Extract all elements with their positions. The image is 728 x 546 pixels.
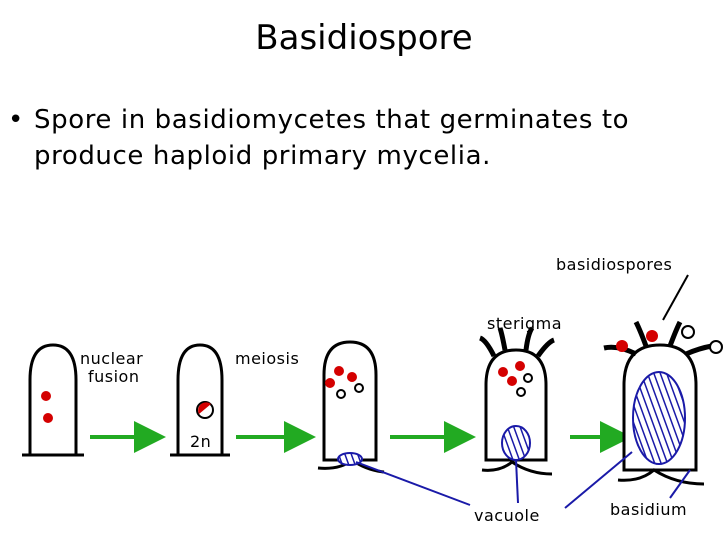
cell-1-dikaryotic — [22, 343, 84, 457]
vacuole — [501, 425, 531, 461]
nucleus — [507, 376, 517, 386]
vacuole — [632, 371, 686, 465]
label-fusion: fusion — [88, 367, 139, 386]
basidiospore — [681, 325, 695, 339]
nucleus — [354, 383, 364, 393]
bullet-line-1: Spore in basidiomycetes that germinates … — [34, 105, 630, 135]
label-2n: 2n — [190, 432, 211, 451]
basidiospore — [709, 340, 723, 354]
nucleus — [43, 413, 53, 423]
basidiospore — [616, 340, 628, 352]
nucleus — [336, 389, 346, 399]
nucleus — [523, 373, 533, 383]
label-meiosis: meiosis — [235, 349, 299, 368]
pointer-line — [662, 274, 689, 321]
cell-5-basidium — [603, 320, 723, 486]
pointer-line — [564, 451, 633, 509]
nucleus — [334, 366, 344, 376]
label-basidium: basidium — [610, 500, 687, 519]
bullet-marker: • — [8, 105, 24, 135]
nucleus — [515, 361, 525, 371]
nucleus — [325, 378, 335, 388]
nucleus — [516, 387, 526, 397]
basidium-development-diagram: nuclear fusion meiosis 2n sterigma basid… — [22, 255, 723, 525]
label-basidiospores: basidiospores — [556, 255, 672, 274]
bullet-line-2: produce haploid primary mycelia. — [34, 141, 491, 171]
cell-4-sterigma — [478, 326, 555, 476]
pointer-line — [669, 469, 691, 499]
cell-3-meiosis — [317, 340, 385, 474]
label-sterigma: sterigma — [487, 314, 562, 333]
nucleus — [498, 367, 508, 377]
label-vacuole: vacuole — [474, 506, 540, 525]
cell-2-diploid — [170, 343, 230, 457]
bullet-text: Spore in basidiomycetes that germinates … — [34, 102, 694, 174]
slide-title: Basidiospore — [255, 18, 473, 58]
nucleus — [41, 391, 51, 401]
label-nuclear: nuclear — [80, 349, 143, 368]
nucleus — [347, 372, 357, 382]
pointer-line — [515, 459, 519, 504]
pointer-line — [355, 461, 471, 506]
basidiospore — [646, 330, 658, 342]
